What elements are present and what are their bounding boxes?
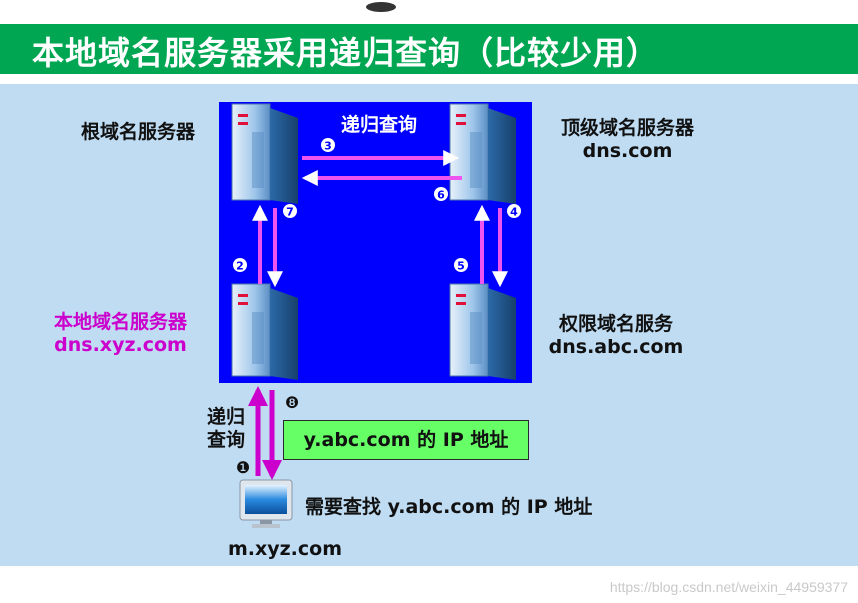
svg-text:5: 5 — [457, 260, 465, 273]
title-bar: 本地域名服务器采用递归查询（比较少用） — [0, 24, 858, 74]
recursive-side-line2: 查询 — [206, 429, 245, 451]
svg-text:4: 4 — [510, 206, 518, 219]
ip-result-box: y.abc.com 的 IP 地址 — [283, 420, 529, 460]
svg-text:3: 3 — [324, 140, 332, 153]
step-7-marker: 7 — [283, 204, 297, 219]
svg-text:2: 2 — [236, 260, 244, 273]
step-1-marker: ❶ — [236, 458, 250, 477]
root-server-label: 根域名服务器 — [80, 121, 195, 143]
local-server-label: 本地域名服务器 dns.xyz.com — [38, 311, 203, 357]
local-server-name: 本地域名服务器 — [53, 311, 187, 333]
auth-server-icon — [449, 283, 516, 380]
step-4-marker: 4 — [507, 204, 521, 219]
recursive-side-line1: 递归 — [206, 406, 245, 428]
top-decoration — [366, 2, 396, 12]
client-host-label: m.xyz.com — [227, 538, 343, 560]
recursive-query-side-label: 递归 查询 — [200, 406, 252, 452]
auth-server-domain: dns.abc.com — [548, 336, 684, 358]
client-query-text: 需要查找 y.abc.com 的 IP 地址 — [305, 496, 593, 518]
tld-server-domain: dns.com — [582, 140, 673, 162]
local-server-domain: dns.xyz.com — [54, 334, 187, 356]
page-title: 本地域名服务器采用递归查询（比较少用） — [32, 34, 660, 72]
step-3-marker: 3 — [321, 138, 335, 153]
watermark: https://blog.csdn.net/weixin_44959377 — [609, 579, 848, 595]
step-5-marker: 5 — [454, 258, 468, 273]
tld-server-label: 顶级域名服务器 dns.com — [545, 117, 710, 163]
svg-text:6: 6 — [437, 189, 445, 202]
client-computer-icon — [239, 479, 293, 528]
tld-server-name: 顶级域名服务器 — [560, 117, 694, 139]
step-2-marker: 2 — [233, 258, 247, 273]
tld-server-icon — [449, 103, 516, 204]
step-8-marker: ❽ — [285, 393, 299, 412]
auth-server-name: 权限域名服务 — [558, 313, 673, 335]
recursive-query-top-label: 递归查询 — [341, 113, 417, 136]
svg-text:7: 7 — [286, 206, 294, 219]
local-server-icon — [231, 283, 298, 380]
auth-server-label: 权限域名服务 dns.abc.com — [540, 313, 692, 359]
step-6-marker: 6 — [434, 187, 448, 202]
root-server-icon — [231, 103, 298, 204]
